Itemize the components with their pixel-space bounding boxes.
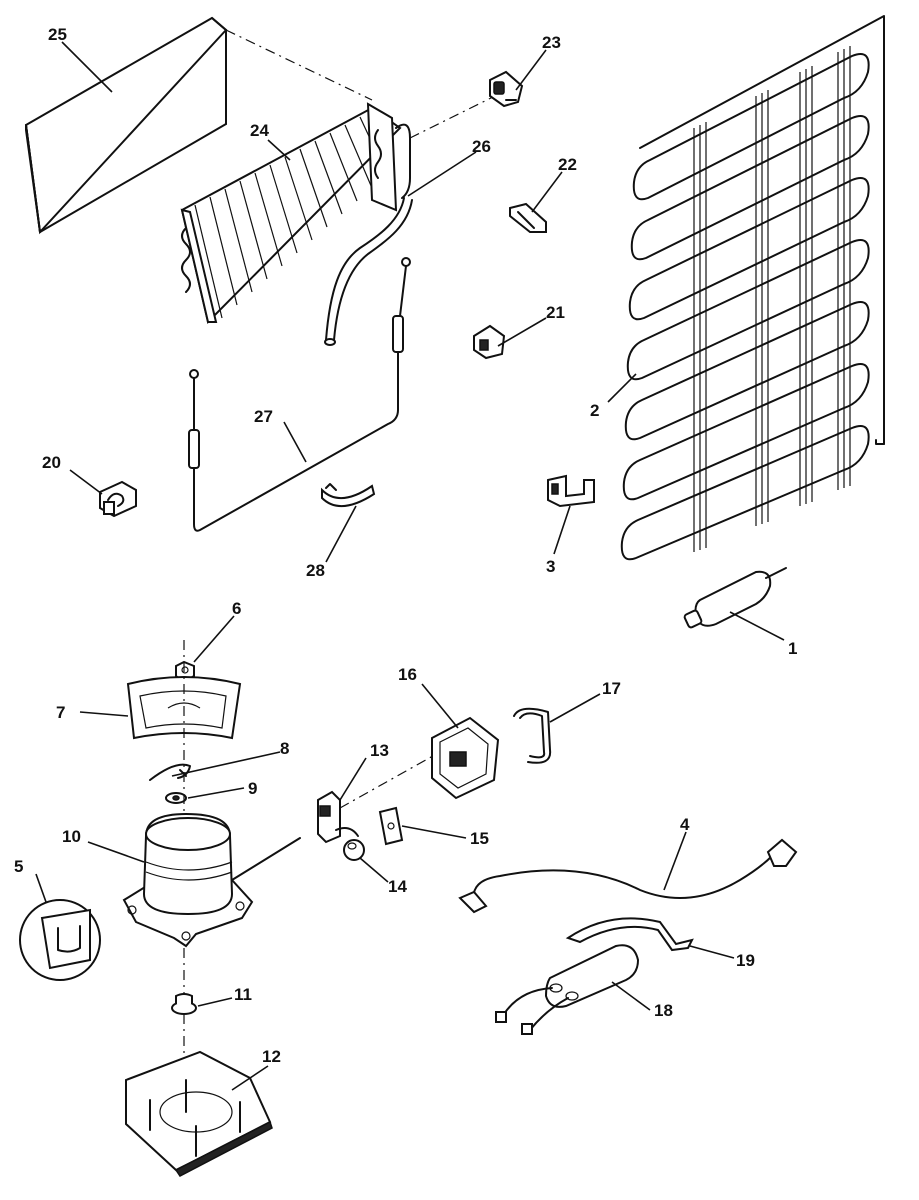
- part-25-insulation-panel: [24, 16, 228, 235]
- part-1-filter-dryer: [683, 567, 787, 629]
- label-14: 14: [388, 877, 407, 896]
- label-4: 4: [680, 815, 690, 834]
- part-20-clip: [99, 480, 137, 518]
- label-9: 9: [248, 779, 257, 798]
- part-28-clip: [321, 483, 376, 507]
- part-26-drain-tube: [324, 197, 413, 346]
- alignment-line: [225, 29, 373, 101]
- part-18-capacitor: [495, 944, 640, 1035]
- part-16-overload: [431, 716, 500, 800]
- part-14-cap: [343, 839, 365, 861]
- part-24-evaporator: [180, 102, 411, 324]
- label-13: 13: [370, 741, 389, 760]
- label-20: 20: [42, 453, 61, 472]
- part-labels: 25 24 23 26 22 21 27 28 20 3 2 1 6 7 8 9…: [14, 25, 797, 1066]
- part-10-compressor: [122, 812, 301, 948]
- part-23-clip: [489, 70, 524, 108]
- part-19-strap: [565, 917, 694, 952]
- part-22-bracket: [509, 202, 547, 233]
- part-9-washer: [165, 792, 187, 804]
- alignment-line: [409, 95, 496, 139]
- label-11: 11: [234, 985, 252, 1004]
- label-12: 12: [262, 1047, 281, 1066]
- label-15: 15: [470, 829, 489, 848]
- part-12-base: [125, 1050, 273, 1177]
- alignment-line: [339, 751, 441, 809]
- part-27-tubing: [188, 257, 411, 532]
- leader-lines: [35, 41, 785, 1091]
- label-22: 22: [558, 155, 577, 174]
- part-2-condenser: [620, 15, 885, 561]
- part-5-inset: [19, 899, 101, 981]
- label-25: 25: [48, 25, 67, 44]
- label-21: 21: [546, 303, 565, 322]
- label-17: 17: [602, 679, 621, 698]
- label-8: 8: [280, 739, 289, 758]
- part-4-power-cord: [458, 838, 798, 914]
- label-6: 6: [232, 599, 241, 618]
- part-21-clip: [473, 324, 506, 360]
- label-27: 27: [254, 407, 273, 426]
- label-26: 26: [472, 137, 491, 156]
- part-13-relay: [317, 790, 359, 844]
- part-3-bracket: [547, 474, 595, 508]
- label-3: 3: [546, 557, 555, 576]
- label-5: 5: [14, 857, 23, 876]
- part-17-wire: [513, 707, 552, 764]
- label-2: 2: [590, 401, 599, 420]
- label-16: 16: [398, 665, 417, 684]
- label-28: 28: [306, 561, 325, 580]
- label-1: 1: [788, 639, 797, 658]
- label-23: 23: [542, 33, 561, 52]
- part-15-bracket: [378, 806, 404, 846]
- part-11-grommet: [171, 993, 197, 1015]
- label-7: 7: [56, 703, 65, 722]
- label-24: 24: [250, 121, 269, 140]
- label-10: 10: [62, 827, 81, 846]
- label-19: 19: [736, 951, 755, 970]
- label-18: 18: [654, 1001, 673, 1020]
